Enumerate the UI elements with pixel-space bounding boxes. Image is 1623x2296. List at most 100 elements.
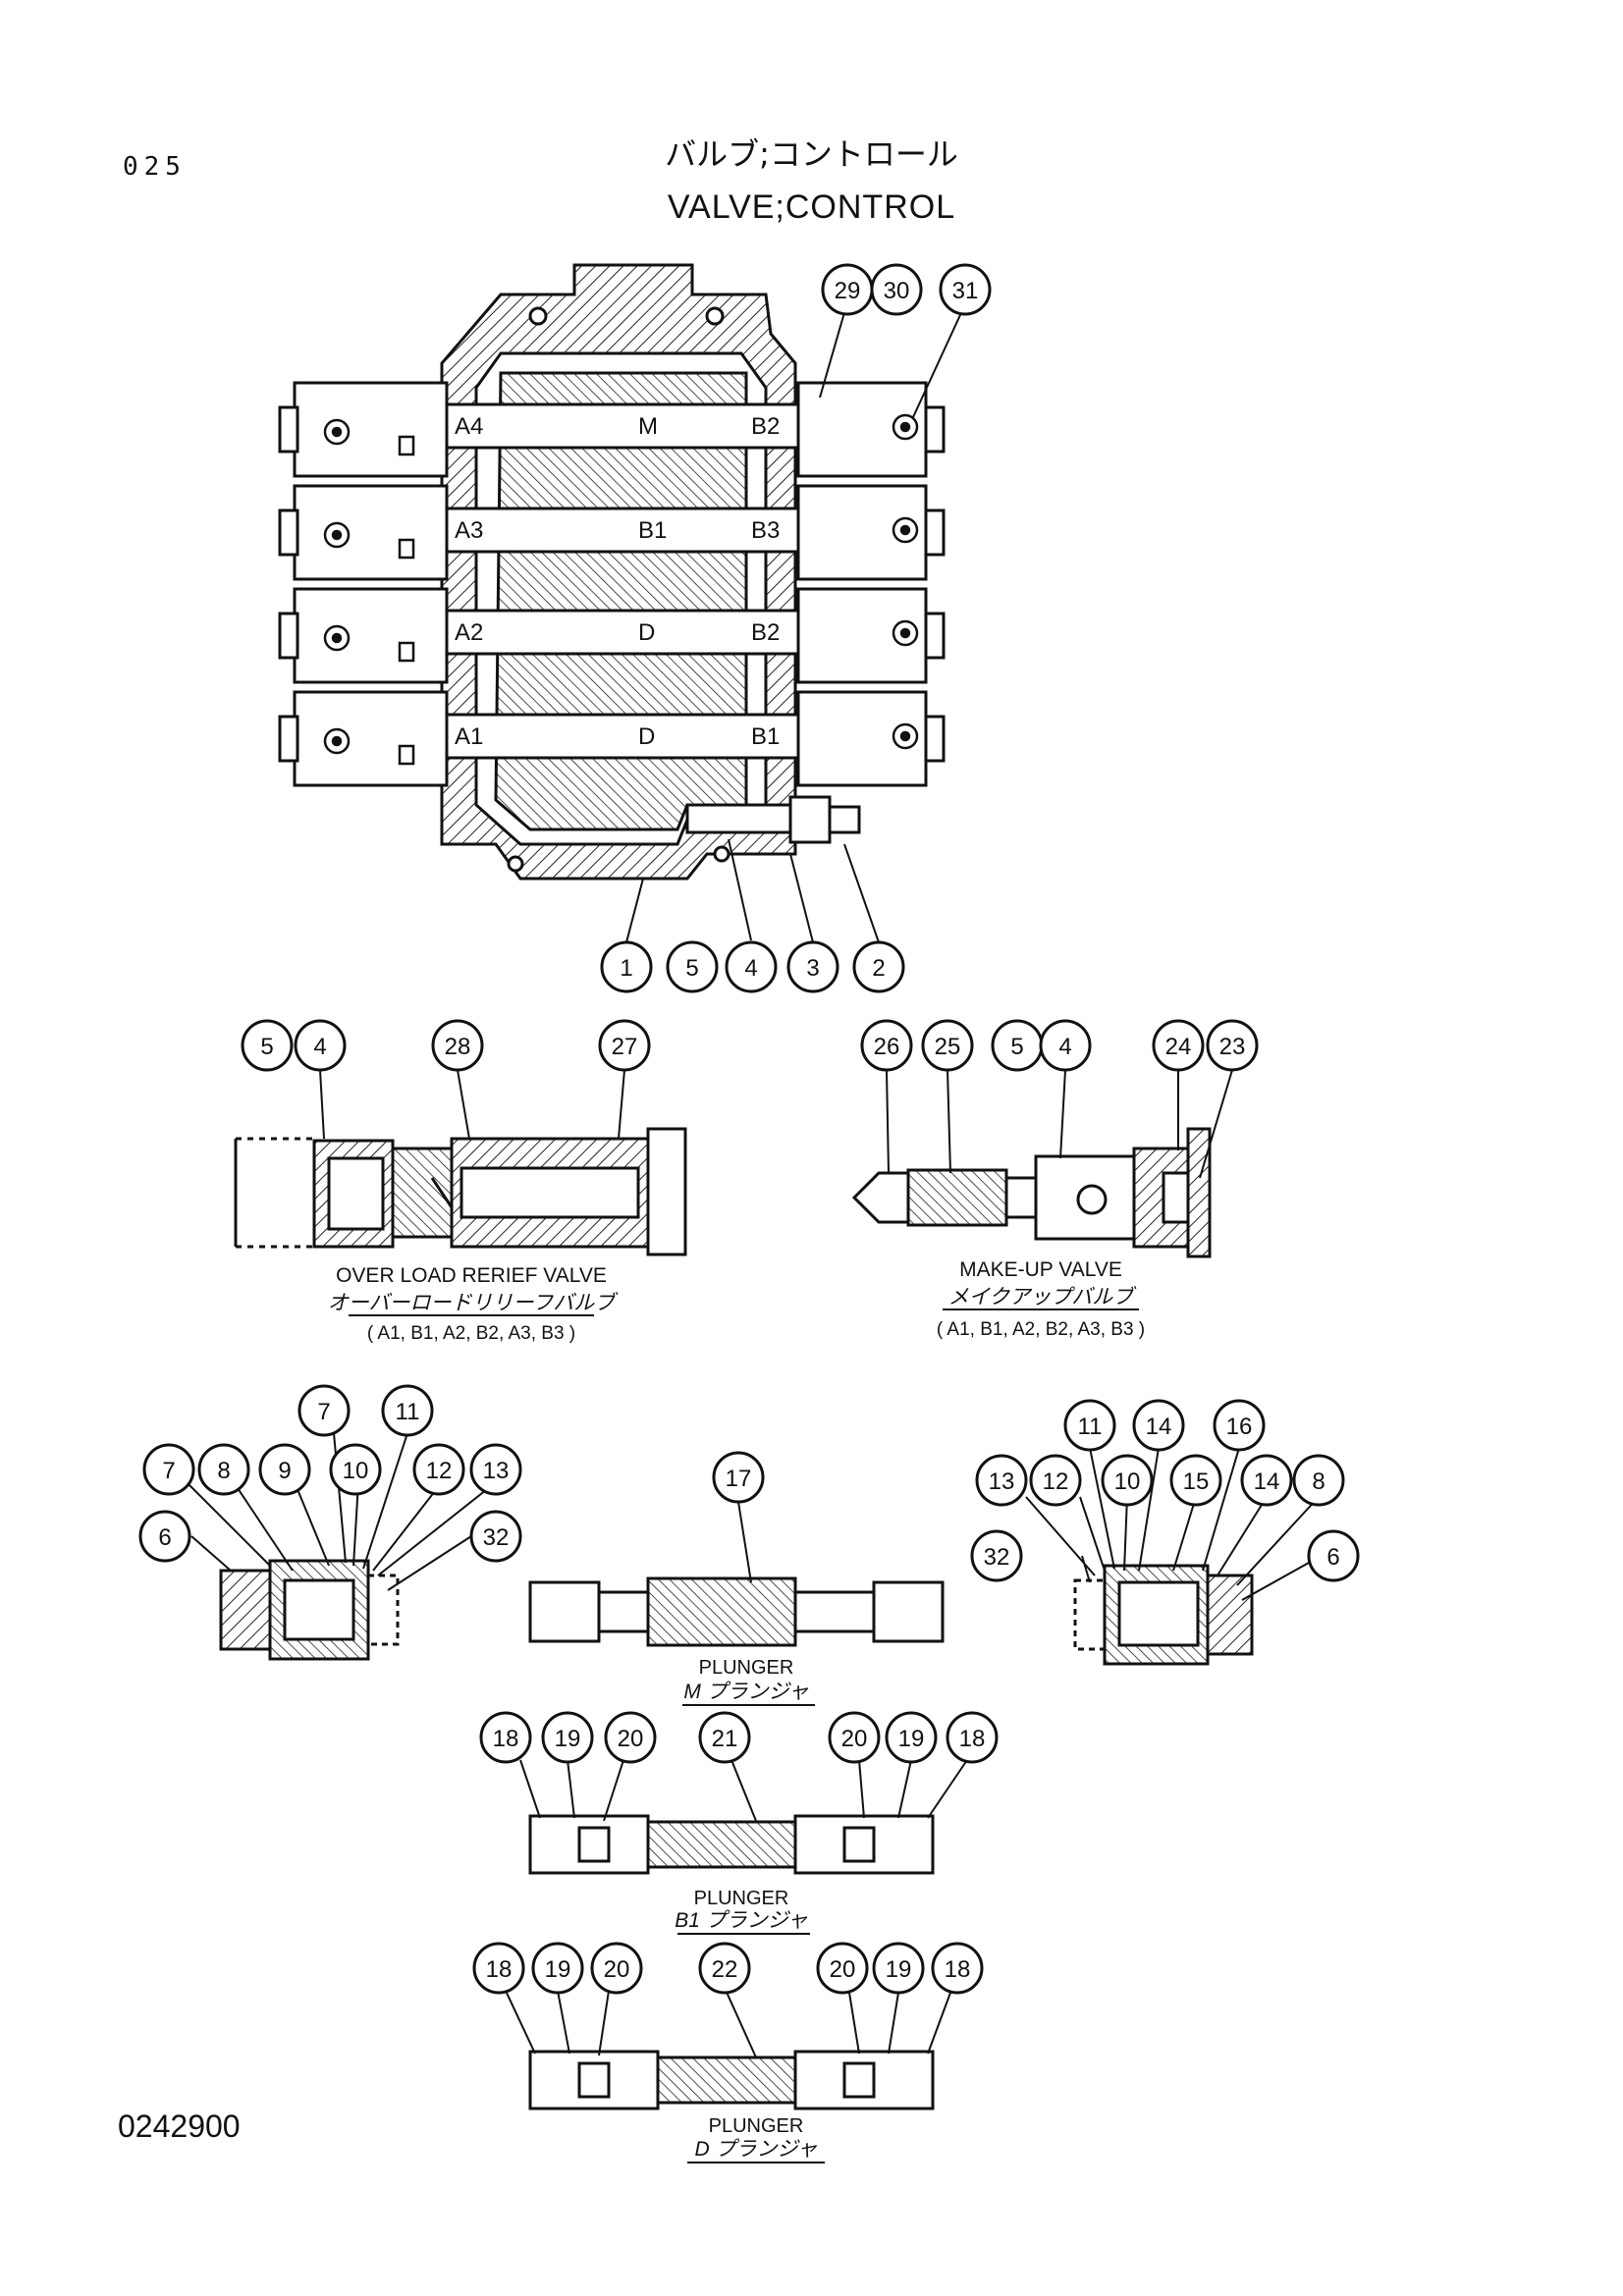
callout-numbers: 29 30 31 1 5 4 3 2 5 4 28 27 26 25 5 4 2… bbox=[158, 278, 1339, 1983]
leader-lines-relief bbox=[319, 1069, 625, 1140]
callout-number: 25 bbox=[935, 1034, 961, 1060]
callout-number: 3 bbox=[806, 955, 819, 982]
b1-plunger-caption-jp: B1 プランジャ bbox=[675, 1909, 807, 1932]
spool-rows bbox=[278, 381, 946, 787]
d-plunger bbox=[528, 2050, 935, 2110]
leader-lines-main bbox=[625, 301, 966, 943]
callout-number: 20 bbox=[604, 1956, 630, 1983]
callout-number: 26 bbox=[874, 1034, 900, 1060]
callout-number: 30 bbox=[884, 278, 910, 304]
callout-number: 22 bbox=[712, 1956, 738, 1983]
callout-number: 29 bbox=[835, 278, 861, 304]
makeup-caption-jp: メイクアップバルブ bbox=[948, 1286, 1138, 1308]
callout-bubbles bbox=[138, 263, 1360, 1995]
callout-number: 19 bbox=[545, 1956, 571, 1983]
leader-lines-d bbox=[505, 1987, 951, 2058]
callout-number: 12 bbox=[426, 1458, 453, 1484]
main-valve-body bbox=[440, 263, 797, 881]
callout-number: 13 bbox=[989, 1468, 1015, 1495]
m-plunger-caption-en: PLUNGER bbox=[699, 1657, 794, 1679]
callout-number: 27 bbox=[612, 1034, 638, 1060]
callout-number: 4 bbox=[744, 955, 757, 982]
callout-number: 19 bbox=[555, 1726, 581, 1752]
makeup-caption-en: MAKE-UP VALVE bbox=[959, 1258, 1122, 1281]
page-number: 025 bbox=[123, 152, 187, 182]
leader-lines-makeup bbox=[886, 1069, 1233, 1179]
callout-number: 21 bbox=[712, 1726, 738, 1752]
callout-number: 5 bbox=[685, 955, 698, 982]
port-label: D bbox=[638, 619, 655, 646]
callout-number: 8 bbox=[217, 1458, 230, 1484]
port-label: M bbox=[638, 413, 658, 440]
callout-number: 7 bbox=[317, 1399, 330, 1425]
callout-number: 8 bbox=[1312, 1468, 1325, 1495]
callout-number: 2 bbox=[872, 955, 885, 982]
relief-caption-en: OVER LOAD RERIEF VALVE bbox=[336, 1264, 607, 1287]
callout-number: 14 bbox=[1254, 1468, 1280, 1495]
drawing-number: 0242900 bbox=[118, 2109, 241, 2144]
port-label: A2 bbox=[455, 619, 483, 646]
callout-number: 7 bbox=[162, 1458, 175, 1484]
main-relief-valve bbox=[685, 795, 861, 844]
callout-number: 15 bbox=[1183, 1468, 1210, 1495]
callout-number: 18 bbox=[486, 1956, 513, 1983]
right-cap-assembly bbox=[1073, 1564, 1254, 1666]
left-cap-assembly bbox=[219, 1559, 400, 1661]
m-plunger-caption-jp: M プランジャ bbox=[683, 1681, 808, 1703]
callout-number: 10 bbox=[343, 1458, 369, 1484]
callout-number: 6 bbox=[158, 1524, 171, 1551]
relief-caption-ports: ( A1, B1, A2, B2, A3, B3 ) bbox=[367, 1323, 575, 1344]
callout-number: 20 bbox=[841, 1726, 868, 1752]
port-label: B2 bbox=[751, 413, 780, 440]
callout-number: 1 bbox=[620, 955, 632, 982]
d-plunger-caption-jp: D プランジャ bbox=[695, 2138, 818, 2161]
makeup-valve bbox=[851, 1127, 1212, 1258]
port-labels: A4 M B2 A3 B1 B3 A2 D B2 A1 D B1 bbox=[455, 413, 780, 750]
title-english: VALVE;CONTROL bbox=[667, 188, 956, 226]
port-label: D bbox=[638, 723, 655, 750]
callout-number: 24 bbox=[1165, 1034, 1192, 1060]
leader-line-m-plunger bbox=[737, 1501, 752, 1583]
m-plunger bbox=[528, 1576, 945, 1647]
callout-number: 4 bbox=[313, 1034, 326, 1060]
title-japanese: バルブ;コントロール bbox=[665, 135, 958, 173]
callout-number: 11 bbox=[1078, 1414, 1103, 1440]
callout-number: 28 bbox=[445, 1034, 471, 1060]
callout-number: 31 bbox=[952, 278, 979, 304]
callout-number: 18 bbox=[493, 1726, 519, 1752]
callout-number: 11 bbox=[396, 1399, 420, 1425]
b1-plunger-caption-en: PLUNGER bbox=[694, 1888, 789, 1909]
port-label: A1 bbox=[455, 723, 483, 750]
callout-number: 19 bbox=[898, 1726, 925, 1752]
port-label: B1 bbox=[638, 517, 667, 544]
callout-number: 10 bbox=[1114, 1468, 1141, 1495]
cap-screws bbox=[323, 413, 919, 766]
port-label: B1 bbox=[751, 723, 780, 750]
overload-relief-valve bbox=[234, 1127, 687, 1256]
captions: OVER LOAD RERIEF VALVE オーバーロードリリーフバルブ ( … bbox=[328, 1258, 1145, 2163]
leader-lines-b1 bbox=[519, 1759, 968, 1822]
port-label: B2 bbox=[751, 619, 780, 646]
callout-number: 4 bbox=[1058, 1034, 1071, 1060]
callout-number: 9 bbox=[278, 1458, 291, 1484]
leader-lines-left-cap bbox=[186, 1432, 497, 1591]
callout-number: 14 bbox=[1146, 1414, 1172, 1440]
callout-number: 32 bbox=[984, 1544, 1010, 1571]
callout-number: 20 bbox=[618, 1726, 644, 1752]
d-plunger-caption-en: PLUNGER bbox=[709, 2115, 804, 2137]
callout-number: 5 bbox=[1010, 1034, 1023, 1060]
callout-number: 13 bbox=[483, 1458, 510, 1484]
callout-number: 12 bbox=[1043, 1468, 1069, 1495]
relief-caption-jp: オーバーロードリリーフバルブ bbox=[328, 1292, 620, 1314]
port-label: A4 bbox=[455, 413, 483, 440]
makeup-caption-ports: ( A1, B1, A2, B2, A3, B3 ) bbox=[937, 1319, 1145, 1340]
callout-number: 23 bbox=[1219, 1034, 1246, 1060]
port-label: A3 bbox=[455, 517, 483, 544]
b1-plunger bbox=[528, 1814, 935, 1875]
callout-number: 18 bbox=[945, 1956, 971, 1983]
callout-number: 19 bbox=[886, 1956, 912, 1983]
callout-number: 5 bbox=[260, 1034, 273, 1060]
callout-number: 16 bbox=[1226, 1414, 1253, 1440]
callout-number: 32 bbox=[483, 1524, 510, 1551]
